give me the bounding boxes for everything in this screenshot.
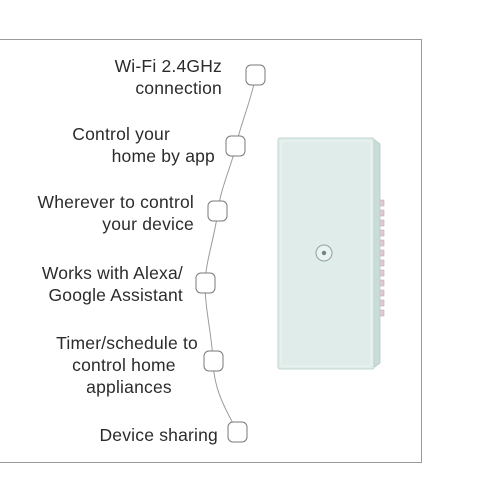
connector-line <box>204 74 257 433</box>
feature-app-control: Control your home by app <box>72 123 215 167</box>
feature-voice-assistant: Works with Alexa/ Google Assistant <box>42 262 183 306</box>
feature-device-sharing-line-1: Device sharing <box>99 425 218 445</box>
rounded-square-icon <box>203 350 224 372</box>
feature-voice-assistant-line-1: Works with Alexa/ <box>41 263 183 283</box>
mounting-clips <box>377 199 385 317</box>
rounded-square-icon <box>207 200 228 222</box>
rounded-square-icon <box>195 272 216 294</box>
rounded-square-icon <box>245 64 266 86</box>
feature-remote-control: Wherever to control your device <box>38 191 195 235</box>
feature-timer-line-3: appliances <box>86 377 172 397</box>
rounded-square-icon <box>227 421 248 443</box>
feature-app-control-line-1: Control your <box>72 124 170 144</box>
feature-timer-line-2: control home <box>72 355 176 375</box>
feature-timer: Timer/schedule to control home appliance… <box>56 332 198 398</box>
feature-voice-assistant-line-2: Google Assistant <box>48 285 183 305</box>
feature-remote-control-line-2: your device <box>102 214 194 234</box>
smart-switch-image <box>277 137 385 370</box>
content-frame <box>0 39 422 463</box>
feature-wifi-line-1: Wi-Fi 2.4GHz <box>114 56 222 76</box>
feature-wifi-line-2: connection <box>135 78 222 98</box>
feature-wifi: Wi-Fi 2.4GHz connection <box>115 55 222 99</box>
power-button-icon <box>315 244 333 262</box>
feature-timer-line-1: Timer/schedule to <box>56 333 198 353</box>
feature-remote-control-line-1: Wherever to control <box>37 192 194 212</box>
feature-device-sharing: Device sharing <box>99 424 218 446</box>
rounded-square-icon <box>225 135 246 157</box>
feature-app-control-line-2: home by app <box>111 146 215 166</box>
